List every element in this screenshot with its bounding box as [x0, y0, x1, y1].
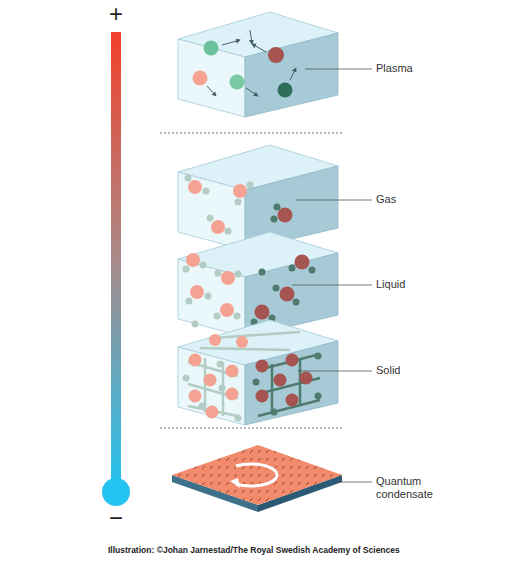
state-label: Gas	[376, 193, 496, 206]
state-label: Quantum condensate	[376, 475, 456, 501]
minus-sign: −	[104, 504, 128, 533]
solid-cube	[178, 320, 338, 425]
credit-line: Illustration: ©Johan Jarnestad/The Royal…	[108, 545, 508, 555]
condensate-sheet	[172, 445, 342, 512]
state-label: Plasma	[376, 62, 496, 75]
divider	[160, 428, 342, 429]
divider	[160, 133, 342, 134]
gas-cube	[178, 145, 338, 250]
leader-lines	[292, 69, 372, 482]
plasma-cube	[178, 12, 338, 117]
state-label: Solid	[376, 364, 496, 377]
thermometer-bar	[111, 32, 121, 484]
liquid-cube	[178, 232, 338, 337]
plus-sign: +	[104, 0, 128, 29]
state-label: Liquid	[376, 278, 496, 291]
thermometer-bulb	[102, 478, 130, 506]
